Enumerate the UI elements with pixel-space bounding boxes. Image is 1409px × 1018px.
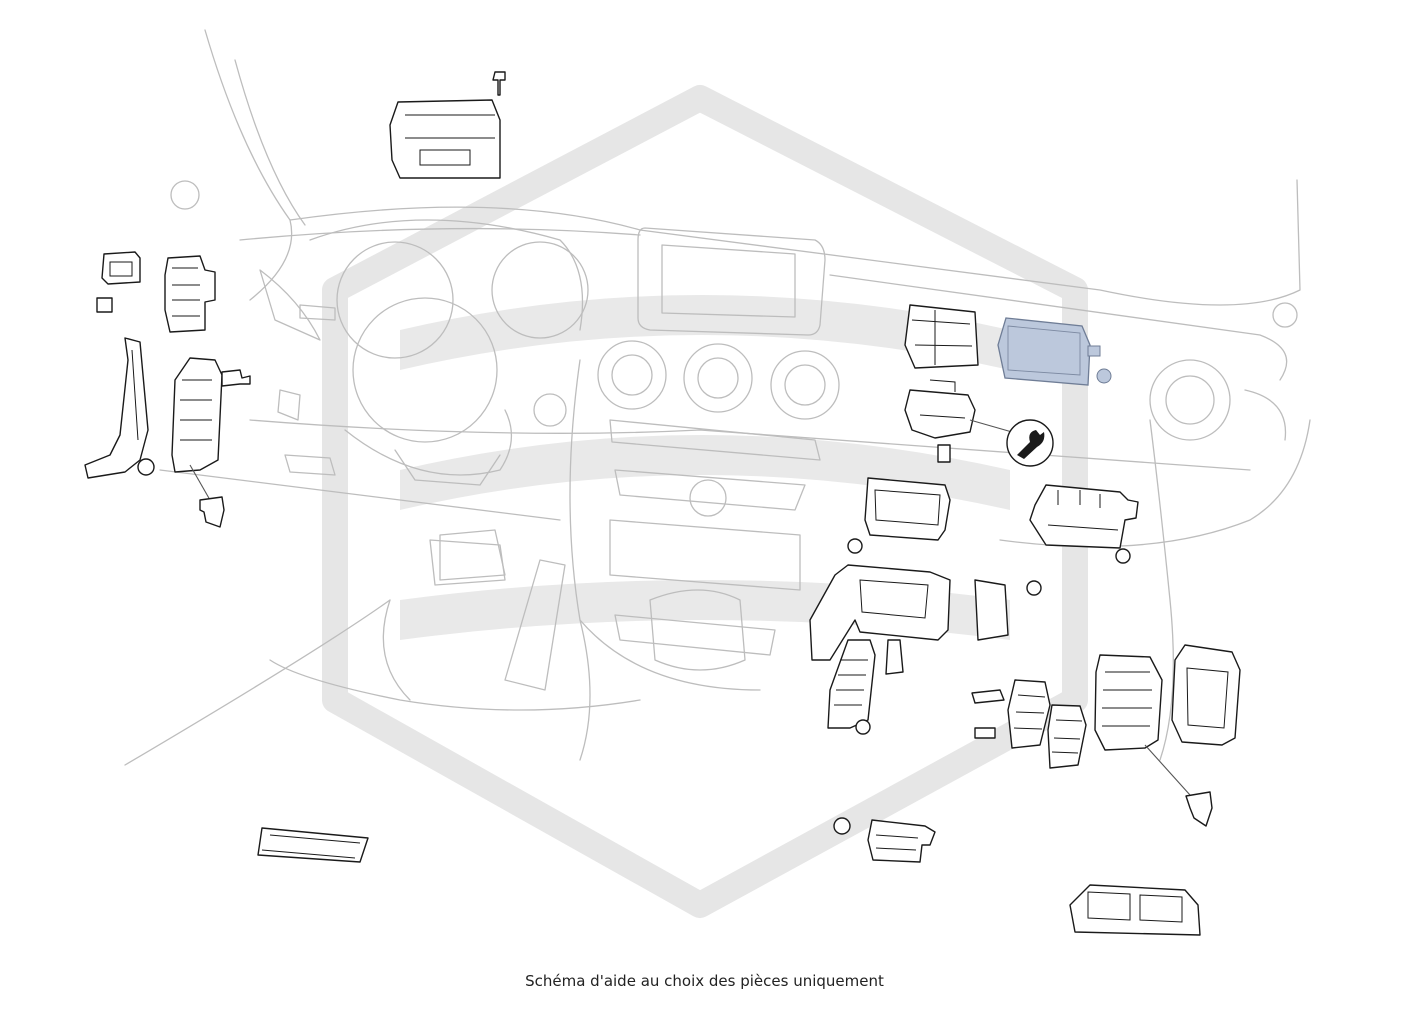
fuse-box-part[interactable] bbox=[1094, 644, 1241, 751]
left-control-module-part[interactable] bbox=[171, 357, 251, 473]
left-fuse-part[interactable] bbox=[96, 297, 113, 313]
fuse-block-part[interactable] bbox=[971, 679, 1087, 769]
left-label-tag bbox=[189, 464, 225, 528]
left-bracket-part[interactable] bbox=[84, 337, 155, 479]
module-frame-part[interactable] bbox=[847, 477, 951, 554]
radio-unit-part[interactable] bbox=[389, 71, 506, 179]
dashboard-context bbox=[124, 29, 1311, 766]
module-a-part[interactable] bbox=[904, 304, 979, 369]
left-fuse-holder-part[interactable] bbox=[164, 255, 216, 333]
bottom-left-module-part[interactable] bbox=[257, 827, 369, 863]
right-label-tag bbox=[1144, 744, 1213, 827]
wrench-icon[interactable] bbox=[969, 419, 1054, 467]
module-b-part[interactable] bbox=[904, 379, 976, 463]
bottom-right-module-part[interactable] bbox=[1069, 884, 1201, 936]
fuse-strip-part[interactable] bbox=[827, 639, 904, 735]
diagram-caption: Schéma d'aide au choix des pièces unique… bbox=[525, 972, 884, 990]
mount-bracket-part[interactable] bbox=[809, 564, 1042, 661]
highlighted-module-part[interactable] bbox=[997, 317, 1112, 386]
bottom-center-module-part[interactable] bbox=[833, 817, 936, 863]
watermark-logo bbox=[322, 85, 1088, 918]
left-relay-part[interactable] bbox=[101, 251, 141, 285]
module-right-part[interactable] bbox=[1029, 484, 1139, 564]
